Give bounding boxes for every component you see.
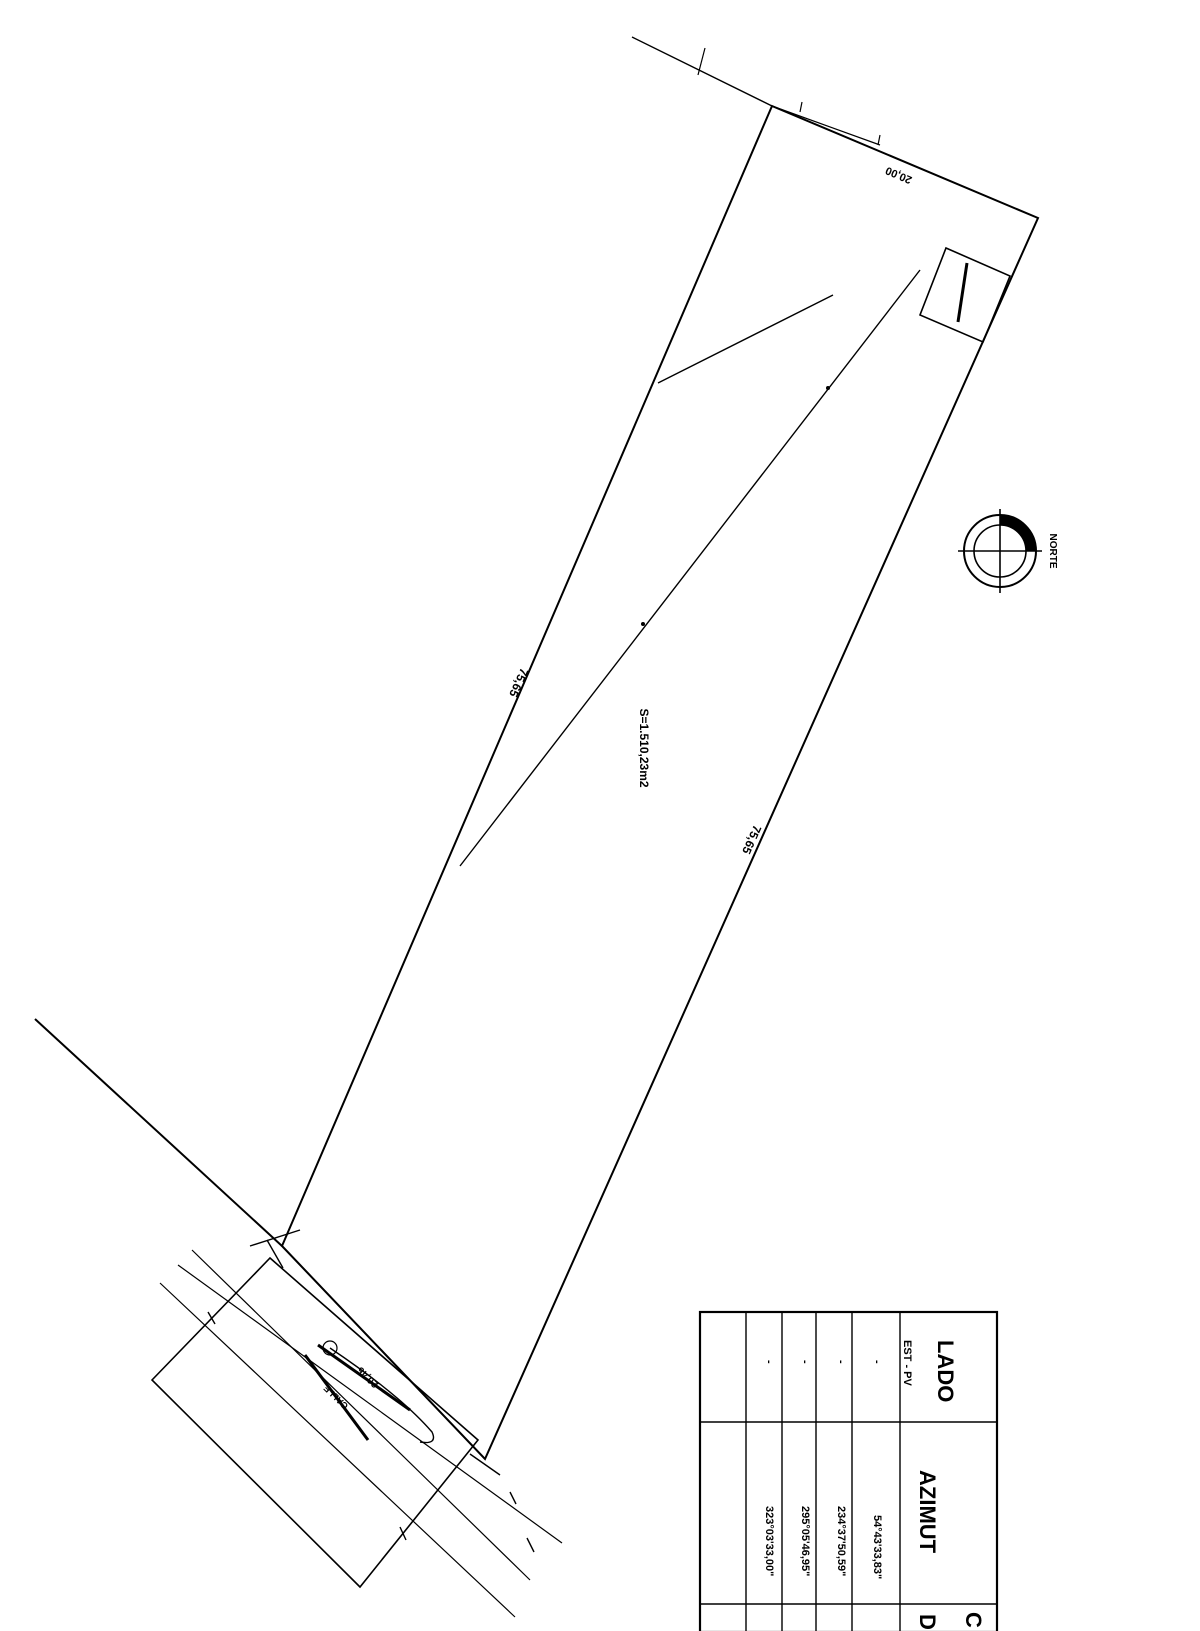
- table-header-lado-sub: EST - PV: [901, 1340, 913, 1387]
- svg-text:234°37'50,59": 234°37'50,59": [835, 1506, 847, 1576]
- table-header-azimut: AZIMUT: [915, 1470, 940, 1554]
- svg-text:-: -: [835, 1360, 847, 1364]
- table-row: - 323°03'33,00": [763, 1360, 775, 1576]
- svg-text:-: -: [871, 1360, 883, 1364]
- frontage-road: [150, 1229, 563, 1618]
- svg-text:323°03'33,00": 323°03'33,00": [763, 1506, 775, 1576]
- internal-paths: [459, 269, 921, 867]
- svg-text:-: -: [763, 1360, 775, 1364]
- table-header-lado: LADO: [933, 1340, 958, 1402]
- svg-text:NORTE: NORTE: [1047, 534, 1058, 569]
- table-row: - 234°37'50,59": [835, 1360, 847, 1576]
- svg-text:-: -: [799, 1360, 811, 1364]
- street-label: CALLE: [322, 1383, 351, 1411]
- dim-label-back: 20,00: [884, 164, 914, 186]
- svg-text:54°43'33,83": 54°43'33,83": [871, 1515, 883, 1579]
- small-structure: [918, 246, 1012, 344]
- top-road-lines: [631, 36, 881, 146]
- table-row: - 54°43'33,83": [871, 1360, 883, 1579]
- dim-label-left: 75,65: [506, 666, 531, 699]
- table-header-corner: C: [961, 1612, 986, 1628]
- azimuth-table: LADO EST - PV AZIMUT D C - 54°43'33,83" …: [698, 1310, 999, 1631]
- svg-text:295°05'46,95": 295°05'46,95": [799, 1506, 811, 1576]
- north-compass-icon: NORTE: [958, 509, 1058, 593]
- left-street-line: [34, 1018, 283, 1247]
- lot-boundary: [280, 104, 1040, 1461]
- table-header-distancia: D: [915, 1614, 940, 1630]
- table-row: - 295°05'46,95": [799, 1360, 811, 1576]
- area-label: S=1.510,23m2: [637, 708, 651, 787]
